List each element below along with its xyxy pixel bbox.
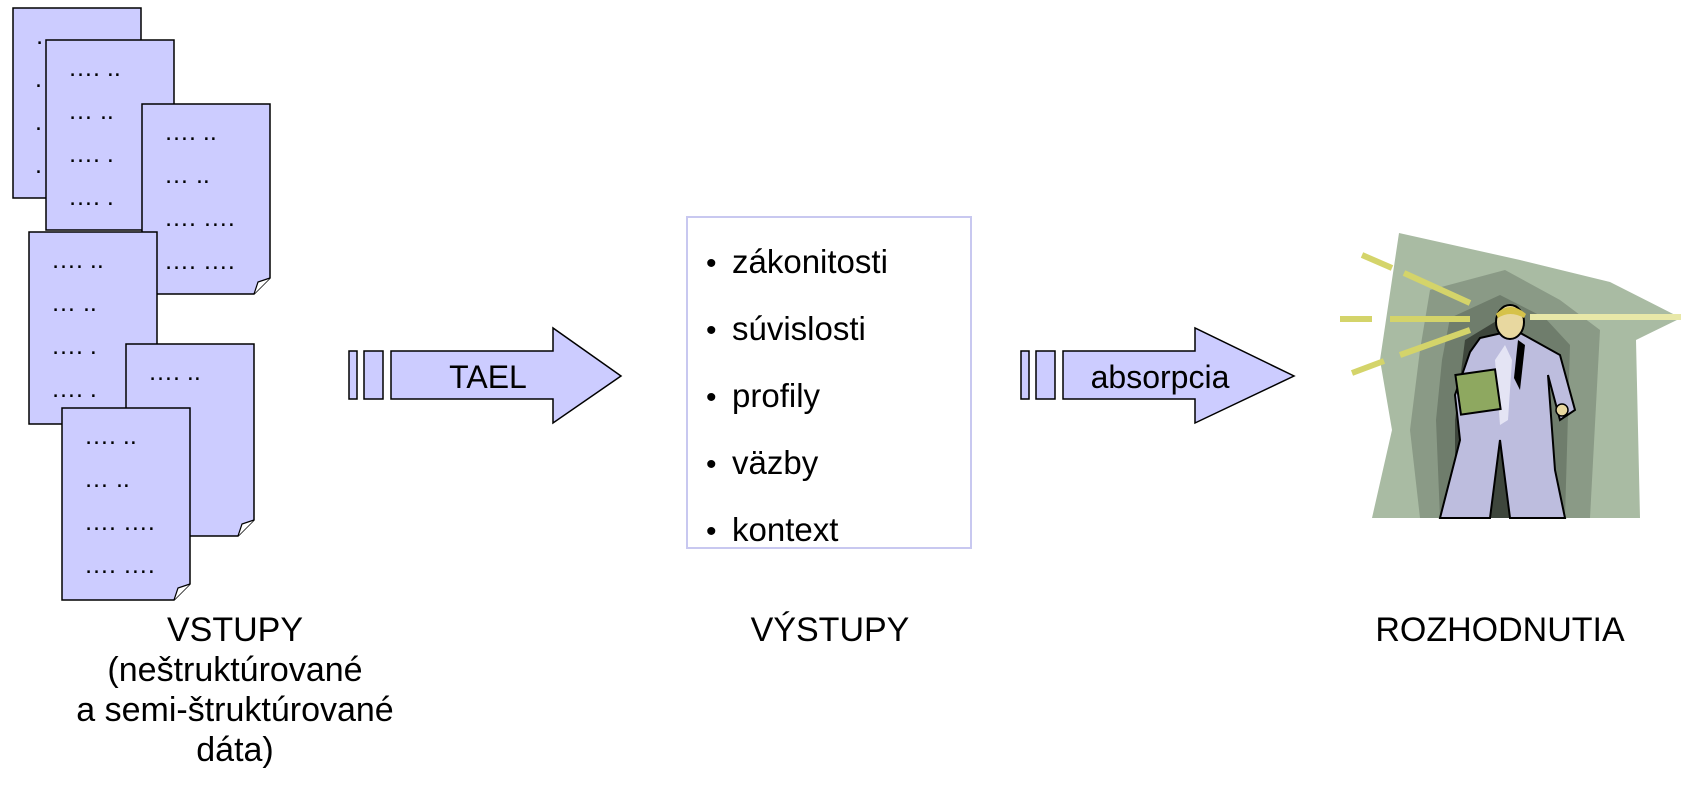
bullet: • xyxy=(706,448,717,481)
man-figure xyxy=(1438,304,1577,519)
document-text-line: . xyxy=(35,151,42,179)
document-text-line: …. . xyxy=(68,183,114,211)
document-text-line: …. …. xyxy=(164,247,235,275)
output-item-suvislosti: súvislosti xyxy=(732,310,866,347)
output-item-zakonitosti: zákonitosti xyxy=(732,243,888,280)
document-text-line: . xyxy=(35,108,42,136)
outputs-caption: VÝSTUPY xyxy=(750,611,910,649)
document-text-line: …. . xyxy=(68,140,114,168)
inputs-caption-line: dáta) xyxy=(196,731,274,769)
list-item: • profily xyxy=(706,362,970,429)
output-item-vazby: väzby xyxy=(732,444,819,481)
document-text-line: … .. xyxy=(51,289,97,317)
bullet: • xyxy=(706,381,717,414)
document-text-line: …. .. xyxy=(164,118,217,146)
outputs-list: • zákonitosti • súvislosti • profily • väzby… xyxy=(688,218,970,563)
light-rays xyxy=(1340,252,1472,376)
list-item: • zákonitosti xyxy=(706,228,970,295)
arrow-tael: TAEL xyxy=(348,326,623,425)
list-item: • väzby xyxy=(706,429,970,496)
decision-figure-illustration xyxy=(1340,233,1681,519)
list-item: • súvislosti xyxy=(706,295,970,362)
document-text-line: …. . xyxy=(51,332,97,360)
document-text-line: …. …. xyxy=(84,508,155,536)
inputs-caption: VSTUPY (neštruktúrované a semi-štruktúro… xyxy=(40,610,430,770)
bullet: • xyxy=(706,314,717,347)
document-text-line: …. .. xyxy=(84,422,137,450)
inputs-caption-line: a semi-štruktúrované xyxy=(76,691,394,729)
output-item-kontext: kontext xyxy=(732,511,839,548)
arrow-absorpcia-label: absorpcia xyxy=(1091,359,1230,395)
document-text-line: … .. xyxy=(84,465,130,493)
output-item-profily: profily xyxy=(732,377,821,414)
document-page: …. .. … .. …. …. …. …. xyxy=(141,103,271,295)
inputs-caption-line: (neštruktúrované xyxy=(107,651,363,689)
bullet: • xyxy=(706,247,717,280)
document-stack: …. .....…. ..… ..…. .…. .…. ..… ..…. ….…… xyxy=(12,7,271,601)
document-text-line: …. .. xyxy=(51,246,104,274)
outputs-box: • zákonitosti • súvislosti • profily • väzby… xyxy=(686,216,972,549)
document-text-line: …. .. xyxy=(148,358,201,386)
decisions-caption: ROZHODNUTIA xyxy=(1375,611,1625,649)
document-text-line: …. .. xyxy=(68,54,121,82)
document-text-line: … .. xyxy=(164,161,210,189)
document-page: …. .. … .. …. …. …. …. xyxy=(61,407,191,601)
document-text-line: …. …. xyxy=(164,204,235,232)
document-text-line: . xyxy=(35,65,42,93)
list-item: • kontext xyxy=(706,496,970,563)
document-text-line: …. …. xyxy=(84,551,155,579)
bullet: • xyxy=(706,515,717,548)
arrow-absorpcia: absorpcia xyxy=(1020,326,1296,425)
document-text-line: … .. xyxy=(68,97,114,125)
arrow-tael-label: TAEL xyxy=(449,359,527,395)
document-text-line: …. . xyxy=(51,375,97,403)
inputs-caption-line: VSTUPY xyxy=(166,611,304,649)
